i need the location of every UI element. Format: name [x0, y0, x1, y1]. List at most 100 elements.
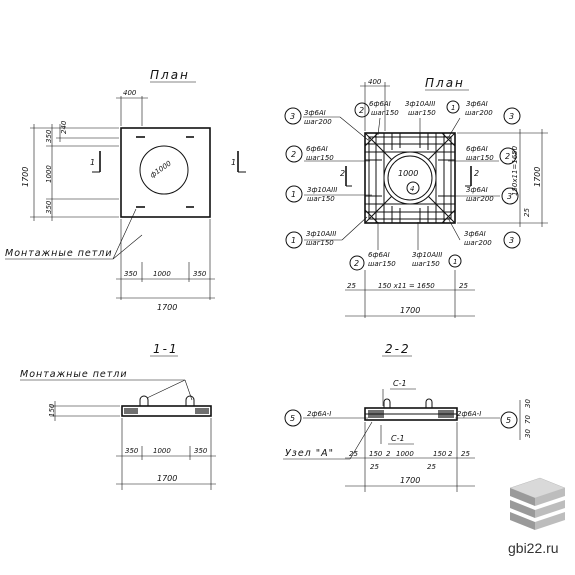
plan-left-slab: [120, 127, 211, 218]
plan-left-dim-bottom-b: 1000: [153, 270, 171, 278]
plan-left-dim-bottom-a: 350: [124, 270, 138, 278]
svg-text:3ф10АIII: 3ф10АIII: [307, 186, 337, 194]
lifting-loop: [383, 398, 391, 408]
section-2-dim-b: 150: [369, 450, 383, 458]
svg-text:шаг150: шаг150: [307, 195, 335, 203]
section-1-loops-label: Монтажные петли: [20, 369, 128, 380]
section-mark-label: 2: [340, 169, 345, 178]
svg-text:шаг200: шаг200: [466, 195, 494, 203]
plan-right-dim-a: 150x11=1650: [511, 145, 519, 196]
plan-right-dim-total: 1700: [533, 167, 542, 187]
svg-text:1: 1: [291, 190, 296, 199]
plan-left-dim-b: 1000: [45, 165, 53, 183]
plan-right-dim-bottom-a: 25: [347, 282, 356, 290]
plan-left-hole: [139, 145, 189, 195]
plan-left-dim-top: 400: [123, 89, 137, 97]
plan-right-hole-mark: 4: [410, 185, 414, 193]
callout: 3ф10АIII шаг150 1: [412, 222, 462, 268]
svg-text:шаг200: шаг200: [464, 239, 492, 247]
plan-right-dim-top: 400: [368, 78, 382, 86]
svg-text:шаг150: шаг150: [306, 239, 334, 247]
stacked-slabs-icon: [509, 477, 566, 530]
section-1-dim-c: 350: [194, 447, 208, 455]
section-1-dim-b: 1000: [153, 447, 171, 455]
plan-right-dim-bottom-total: 1700: [400, 306, 420, 315]
section-2-right-num: 5: [506, 416, 511, 425]
section-mark-label: 1: [90, 158, 95, 167]
section-2-dim-f: 2: [448, 450, 453, 458]
callout: 2 6ф6АI шаг150: [354, 100, 399, 136]
section-2-c1-bottom: С-1: [391, 434, 405, 443]
plan-right-dim-bottom-b: 150 x11 = 1650: [378, 282, 435, 290]
site-logo: gbi22.ru: [508, 477, 566, 556]
svg-text:3ф10АIII: 3ф10АIII: [412, 251, 442, 259]
section-2-left-text: 2ф6А-I: [307, 410, 331, 418]
plan-right-dim-b: 25: [523, 208, 531, 217]
svg-text:1: 1: [453, 258, 457, 266]
section-2-dim-g: 25: [461, 450, 470, 458]
svg-text:3ф6АI: 3ф6АI: [466, 186, 488, 194]
lifting-loop: [139, 395, 149, 406]
svg-text:3ф10АIII: 3ф10АIII: [405, 100, 435, 108]
callout: 3ф10АIII шаг150 1: [405, 100, 460, 135]
svg-text:шаг200: шаг200: [304, 118, 332, 126]
svg-text:2: 2: [359, 106, 364, 115]
watermark-text: gbi22.ru: [508, 540, 559, 556]
callout: 3ф6АI шаг200 3: [448, 186, 519, 205]
svg-text:2: 2: [354, 259, 359, 268]
plan-left-dim-total: 1700: [21, 167, 30, 187]
section-1-dim-a: 350: [125, 447, 139, 455]
section-mark-label: 1: [231, 158, 236, 167]
plan-left: План ф1000 1 1 400 1700 350 1000 350: [5, 68, 246, 312]
plan-left-dim-d: 240: [60, 120, 68, 134]
section-1-1: 1-1 Монтажные петли 150 350 1000 350 170…: [20, 342, 216, 490]
svg-text:6ф6АI: 6ф6АI: [368, 251, 390, 259]
callout: 3ф6АI шаг200 3: [447, 217, 521, 249]
section-1-slab: [121, 405, 212, 417]
callout: 2 6ф6АI шаг150: [285, 145, 370, 163]
svg-text:3ф6АI: 3ф6АI: [466, 100, 488, 108]
callout: 3ф6АI шаг200 3: [447, 100, 521, 139]
svg-text:6ф6АI: 6ф6АI: [466, 145, 488, 153]
section-2-dim-right-b: 70: [524, 415, 532, 424]
section-2-2: 2-2 С-1 С-1 5 2ф6А-I 5 2ф6А-I Узел "А" 3…: [283, 342, 532, 492]
section-2-dim-e: 150: [433, 450, 447, 458]
svg-text:3: 3: [507, 192, 512, 201]
plan-left-title: План: [150, 68, 190, 82]
svg-text:3ф6АI: 3ф6АI: [304, 109, 326, 117]
svg-text:шаг150: шаг150: [466, 154, 494, 162]
lifting-loop: [425, 398, 433, 408]
plan-right-slab: [364, 132, 456, 224]
svg-text:шаг150: шаг150: [408, 109, 436, 117]
section-2-dim-i: 25: [427, 463, 436, 471]
plan-left-dim-c: 350: [45, 200, 53, 214]
section-2-dim-c: 2: [386, 450, 391, 458]
plan-right-title: План: [425, 76, 465, 90]
callout: 6ф6АI шаг150 2: [448, 145, 517, 165]
svg-text:3ф10АIII: 3ф10АIII: [306, 230, 336, 238]
svg-text:3: 3: [509, 236, 514, 245]
section-2-left-num: 5: [290, 414, 295, 423]
plan-right-hole-label: 1000: [398, 169, 418, 178]
svg-text:шаг150: шаг150: [371, 109, 399, 117]
callout: 1 3ф10АIII шаг150: [285, 216, 368, 249]
section-2-dim-a: 25: [349, 450, 358, 458]
svg-text:2: 2: [291, 150, 296, 159]
plan-left-dim-a: 350: [45, 129, 53, 143]
section-1-height: 150: [48, 403, 56, 417]
section-2-dim-d: 1000: [396, 450, 414, 458]
svg-text:6ф6АI: 6ф6АI: [306, 145, 328, 153]
callout-circle: [500, 411, 518, 429]
plan-left-hole-label: ф1000: [149, 159, 174, 180]
plan-left-loops-label: Монтажные петли: [5, 248, 113, 259]
callout-circle: [406, 181, 420, 195]
svg-text:1: 1: [291, 236, 296, 245]
section-1-dim-total: 1700: [157, 474, 177, 483]
section-2-dim-h: 25: [370, 463, 379, 471]
plan-right-hole: [383, 151, 437, 205]
section-2-c1-top: С-1: [393, 379, 407, 388]
svg-text:3ф6АI: 3ф6АI: [464, 230, 486, 238]
svg-text:шаг150: шаг150: [412, 260, 440, 268]
callout-circle: [284, 409, 302, 427]
